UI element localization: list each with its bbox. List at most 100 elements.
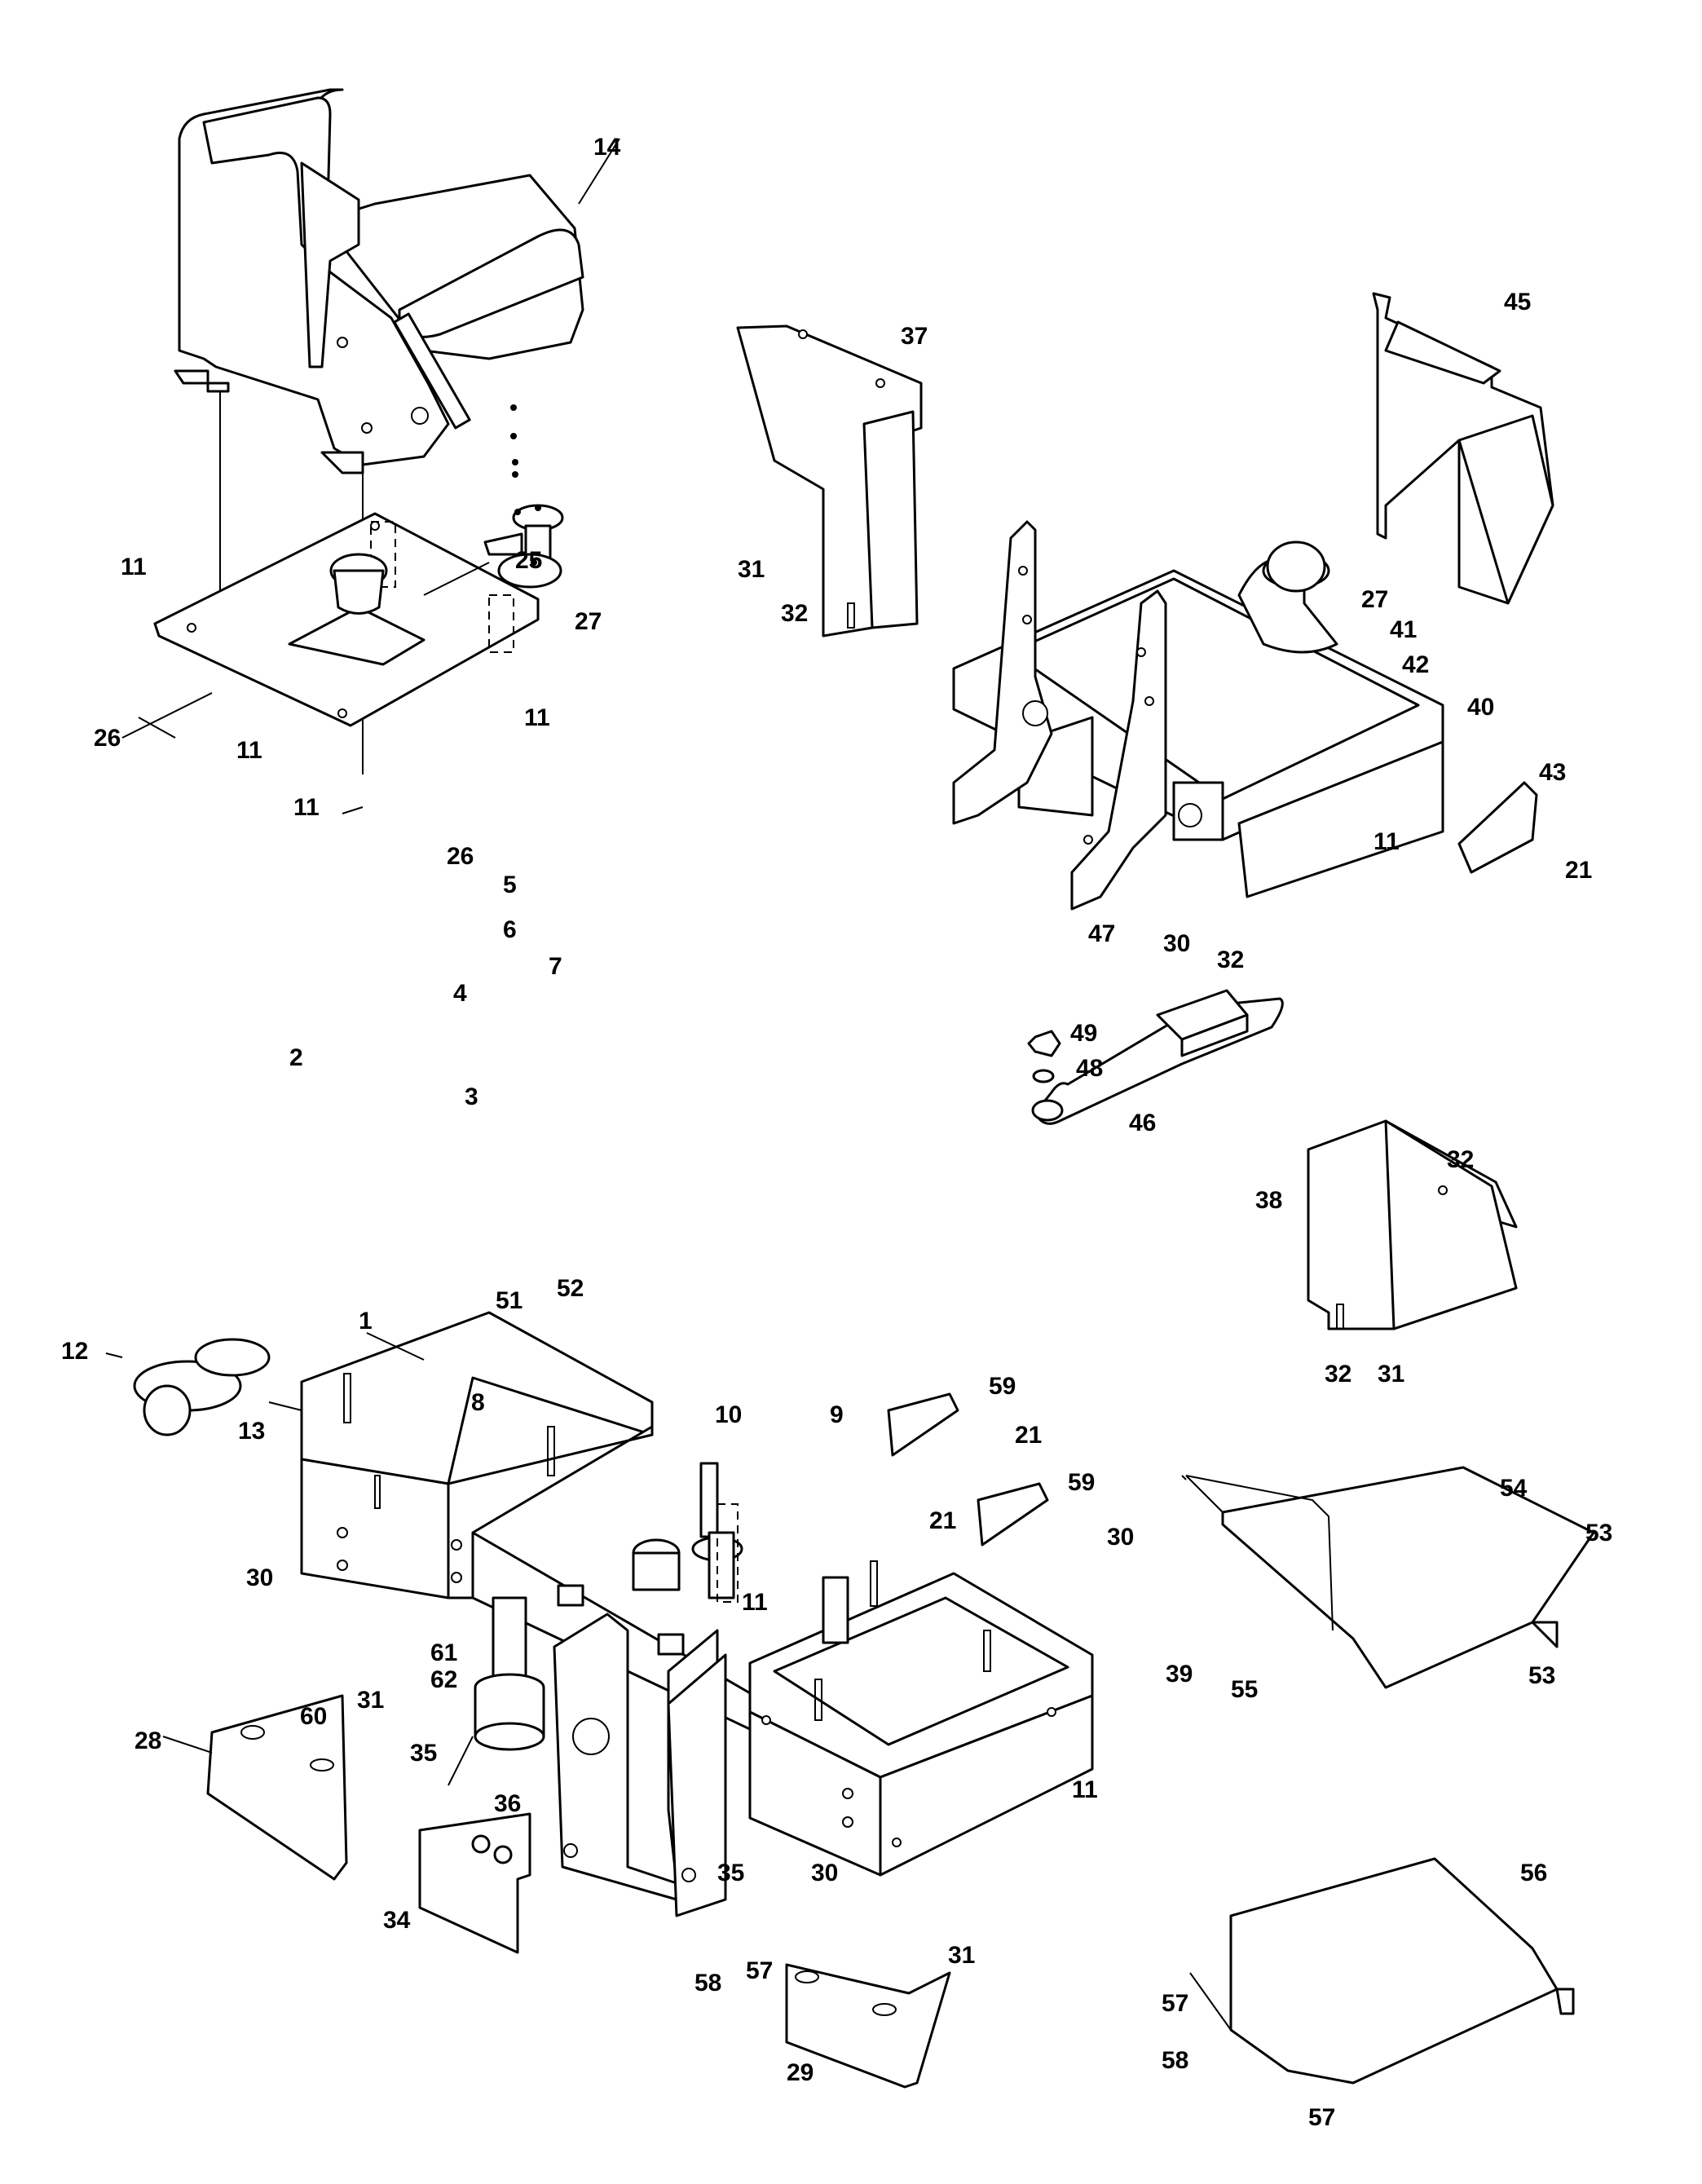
callout-3: 3 xyxy=(465,1083,478,1110)
callout-58: 58 xyxy=(694,1970,721,1996)
callout-34: 34 xyxy=(383,1907,411,1934)
callout-11b: 11 xyxy=(236,737,262,764)
hood-bracket-45 xyxy=(1372,292,1554,605)
callout-30: 30 xyxy=(246,1564,273,1591)
callout-59: 59 xyxy=(989,1373,1016,1400)
callout-13: 13 xyxy=(238,1418,265,1445)
callout-52: 53 xyxy=(1585,1520,1612,1546)
callout-21b: 21 xyxy=(929,1507,956,1534)
callout-41: 41 xyxy=(1390,616,1417,643)
callout-30d: 30 xyxy=(1163,930,1190,957)
callout-60: 60 xyxy=(300,1703,327,1730)
callout-32b: 32 xyxy=(1217,946,1244,973)
hood-bottom-55 xyxy=(1189,1857,1575,2085)
callout-40: 40 xyxy=(1467,694,1494,721)
center-support xyxy=(553,1613,727,1917)
callout-27b: 27 xyxy=(1361,586,1388,613)
callout-54: 55 xyxy=(1231,1676,1258,1703)
callout-61: 61 xyxy=(430,1639,457,1666)
callout-57b: 57 xyxy=(1308,2104,1335,2131)
callout-11f: 11 xyxy=(1072,1776,1098,1803)
main-frame-40 xyxy=(952,520,1444,911)
link-arm-46 xyxy=(1031,989,1284,1125)
left-side-guard xyxy=(206,1694,348,1881)
callout-36: 36 xyxy=(494,1790,521,1817)
callout-32c: 32 xyxy=(1447,1146,1474,1173)
callout-62: 62 xyxy=(430,1666,457,1693)
callout-53: 54 xyxy=(1500,1475,1528,1502)
fuel-cap xyxy=(329,553,388,615)
callout-21: 21 xyxy=(1015,1422,1042,1449)
callout-37: 37 xyxy=(901,323,928,350)
callout-58b: 58 xyxy=(1162,2047,1188,2074)
callout-46: 46 xyxy=(1129,1110,1156,1136)
callout-50: 51 xyxy=(496,1287,523,1314)
callout-2: 2 xyxy=(289,1044,303,1071)
leader-lines xyxy=(105,138,1187,1786)
callout-5: 5 xyxy=(503,871,517,898)
right-hopper-box xyxy=(708,1503,1094,1877)
callout-52b: 53 xyxy=(1528,1662,1555,1689)
callout-32: 32 xyxy=(781,600,808,627)
callout-21c: 21 xyxy=(1565,857,1592,884)
callout-30c: 30 xyxy=(1107,1524,1134,1551)
callout-11d: 11 xyxy=(293,794,320,821)
callout-35: 35 xyxy=(410,1740,437,1767)
side-panel-59b xyxy=(977,1482,1049,1546)
fender-guard-37 xyxy=(736,324,923,638)
callout-11: 11 xyxy=(121,554,147,580)
callout-39: 39 xyxy=(1166,1661,1193,1688)
callout-26: 26 xyxy=(94,725,121,752)
callout-51: 52 xyxy=(557,1275,584,1302)
callout-45: 45 xyxy=(1504,289,1531,315)
callout-31b: 31 xyxy=(948,1942,975,1969)
callout-27: 27 xyxy=(575,608,602,635)
callout-31c: 31 xyxy=(738,556,765,583)
callout-30b: 30 xyxy=(811,1860,838,1886)
callout-48: 48 xyxy=(1076,1055,1103,1082)
callout-10: 10 xyxy=(715,1401,742,1428)
callout-32d: 32 xyxy=(1325,1361,1351,1388)
callout-31d: 31 xyxy=(1378,1361,1404,1388)
callout-38: 38 xyxy=(1255,1187,1282,1214)
tail-light xyxy=(133,1338,271,1436)
callout-25: 25 xyxy=(515,547,542,574)
guard-38 xyxy=(1307,1119,1518,1330)
callout-47: 47 xyxy=(1088,920,1115,947)
callout-57: 57 xyxy=(746,1957,773,1984)
callout-31: 31 xyxy=(357,1687,384,1714)
gauge-sender xyxy=(483,404,564,589)
callout-55: 56 xyxy=(1520,1860,1547,1886)
callout-59b: 59 xyxy=(1068,1469,1095,1496)
callout-4: 4 xyxy=(453,980,467,1007)
callout-1: 1 xyxy=(359,1308,373,1335)
callout-14: 14 xyxy=(593,134,621,161)
callout-8: 8 xyxy=(471,1389,485,1416)
callout-43: 43 xyxy=(1539,759,1566,786)
callout-9: 9 xyxy=(830,1401,844,1428)
callout-49: 49 xyxy=(1070,1020,1097,1047)
callout-11e: 11 xyxy=(742,1589,768,1616)
bracket-43 xyxy=(1457,781,1538,874)
callout-56: 57 xyxy=(1162,1990,1188,2017)
callout-28: 28 xyxy=(134,1727,161,1754)
callout-35b: 35 xyxy=(717,1860,744,1886)
center-guard-29 xyxy=(785,1963,951,2089)
side-panel-59a xyxy=(887,1392,959,1457)
callout-11c: 11 xyxy=(524,704,550,731)
callout-42: 42 xyxy=(1402,651,1429,678)
callout-12: 12 xyxy=(61,1338,88,1365)
callout-6: 6 xyxy=(503,916,517,943)
callout-11g: 11 xyxy=(1374,828,1400,855)
callout-26b: 26 xyxy=(447,843,474,870)
hood-top-53 xyxy=(1185,1466,1595,1689)
callout-7: 7 xyxy=(549,953,562,980)
fuel-standpipe xyxy=(474,1596,545,1751)
seat-mount-plate xyxy=(153,512,540,727)
callouts: 14 25 11 27 26 11 11 11 26 5 6 7 4 2 3 1… xyxy=(61,134,1612,2131)
bracket-plate-34 xyxy=(418,1812,531,1954)
seat xyxy=(174,88,584,774)
nut-49 xyxy=(1027,1030,1061,1083)
callout-29: 29 xyxy=(787,2059,814,2086)
